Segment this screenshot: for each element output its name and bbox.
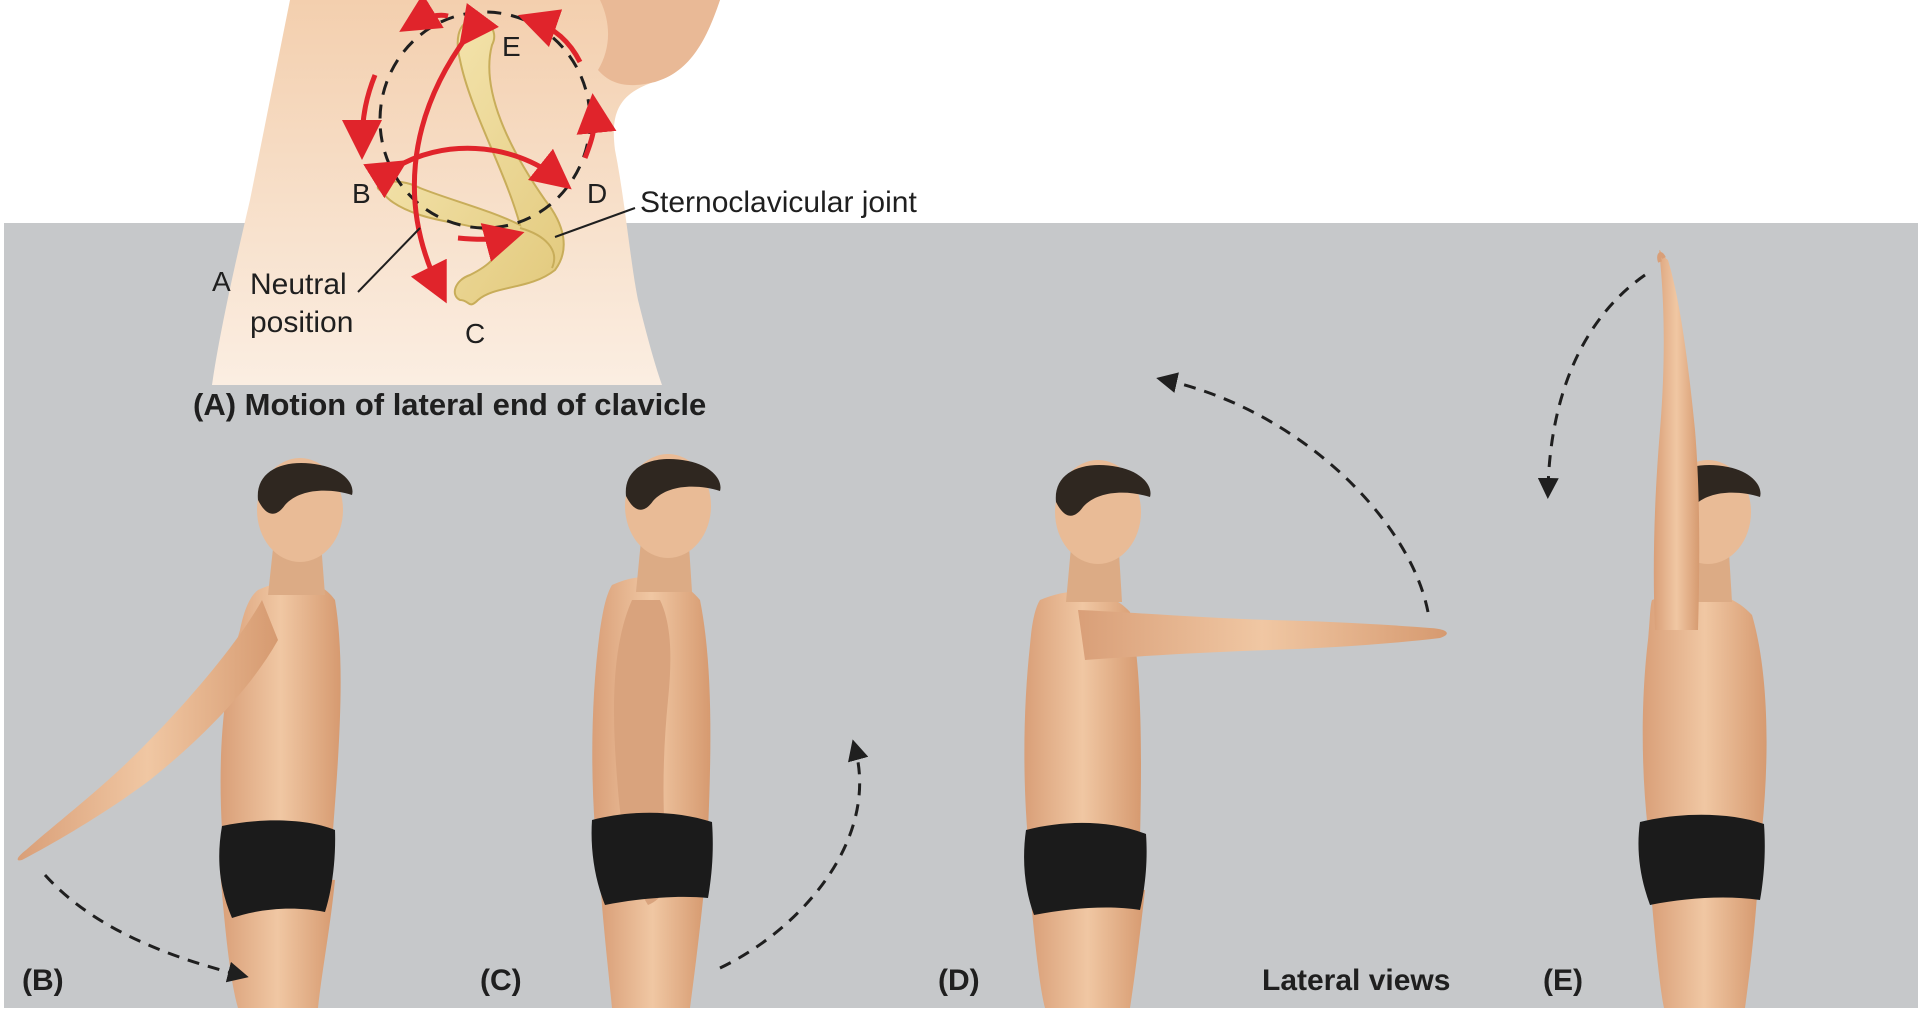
- jaw-shadow: [598, 0, 720, 86]
- arrow-b-motion: [43, 873, 249, 983]
- point-label-c: C: [465, 318, 486, 349]
- arrow-lower-right: [457, 223, 525, 262]
- point-label-b: B: [352, 178, 371, 209]
- arrow-to-b-down: [342, 74, 383, 160]
- panel-label-b: (B): [22, 964, 64, 997]
- sternoclavicular-joint-label: Sternoclavicular joint: [640, 186, 917, 219]
- point-label-e: E: [502, 31, 521, 62]
- point-label-a: A: [212, 266, 231, 297]
- figure-d-hair: [1055, 465, 1151, 516]
- figure-e-legs: [1650, 880, 1758, 1008]
- figure-e-torso: [1642, 591, 1767, 830]
- figure-c-legs: [600, 880, 705, 1008]
- figure-b-hair: [257, 463, 353, 514]
- neutral-position-label-line2: position: [250, 306, 354, 339]
- figure-c-briefs: [591, 812, 713, 905]
- figure-e: [1638, 249, 1767, 1008]
- figure-e-briefs: [1638, 814, 1765, 905]
- arrow-e-motion: [1537, 273, 1646, 499]
- figure-c-hair: [625, 459, 721, 510]
- figure-d-briefs: [1024, 822, 1147, 915]
- inset-caption: (A) Motion of lateral end of clavicle: [193, 387, 707, 422]
- neutral-leader-line: [357, 227, 421, 293]
- panel-label-d: (D): [938, 964, 980, 997]
- point-label-d: D: [587, 178, 608, 209]
- lateral-views-label: Lateral views: [1262, 964, 1451, 997]
- figure-b-arm: [17, 600, 279, 861]
- panel-label-e: (E): [1543, 964, 1583, 997]
- arrow-c-motion: [719, 739, 869, 970]
- neutral-position-label-line1: Neutral: [250, 268, 347, 301]
- figure-d: [1024, 460, 1447, 1008]
- joint-leader-line: [554, 207, 636, 238]
- figure-b-briefs: [219, 820, 336, 918]
- arrow-e-c-double: [410, 3, 499, 304]
- figure-d-arm: [1078, 610, 1447, 660]
- arrow-to-e-right: [517, 9, 583, 64]
- sternum-edge: [519, 227, 556, 269]
- figure-d-legs: [1030, 890, 1145, 1008]
- figure-e-hand: [1657, 252, 1666, 263]
- figure-b: [17, 458, 353, 1008]
- inset-illustration: [212, 0, 720, 385]
- panel-label-c: (C): [480, 964, 522, 997]
- figure-c: [591, 454, 721, 1008]
- figure-e-arm: [1653, 249, 1700, 630]
- arrow-to-d-up: [576, 93, 617, 159]
